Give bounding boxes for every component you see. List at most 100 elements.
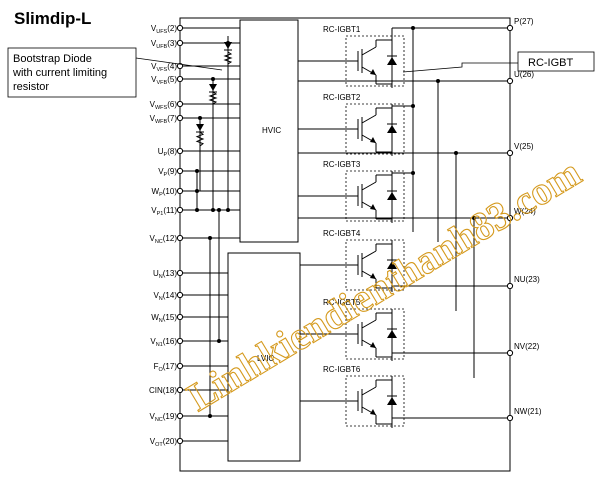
pin-base: V [149,412,155,421]
right-pin-terminal [506,149,514,157]
igbt-label: RC-IGBT4 [323,229,361,238]
bootstrap-callout-pointer [135,57,223,71]
left-pin-terminal [176,386,184,394]
right-pin-label: NU(23) [514,275,540,284]
junction-dot [198,116,202,120]
pin-number: (8) [167,147,177,156]
junction-dot [211,77,215,81]
bootstrap-diode-v [209,84,217,91]
pin-subscript: P [159,192,163,198]
pin-number: (20) [163,437,178,446]
bootstrap-resistor-v [208,91,218,105]
igbt-arrow [370,409,376,415]
right-pin-label: U(26) [514,70,534,79]
pin-number: (12) [163,234,178,243]
bootstrap-callout-line-2: with current limiting [12,67,107,79]
igbt-package-outline [345,308,405,360]
left-pin-terminal [176,100,184,108]
bootstrap-callout-line-3: resistor [13,81,49,93]
freewheel-diode [387,125,397,133]
pin-subscript: UFB [156,44,167,50]
junction-dot [208,236,212,240]
igbt-label: RC-IGBT1 [323,25,361,34]
pin-number: (3) [167,39,177,48]
left-pin-terminal [176,362,184,370]
left-pin-label: WP(10) [152,187,178,198]
junction-dot [226,41,230,45]
hvic-block [239,19,299,243]
left-pin-label: FO(17) [154,362,178,373]
pin-base: V [150,114,156,123]
pin-number: (5) [167,75,177,84]
pin-number: (7) [167,114,177,123]
junction-dot [211,208,215,212]
pin-number: (10) [163,187,178,196]
right-pin-terminal [506,77,514,85]
left-pin-label: VNC(12) [149,234,177,245]
left-pin-label: VWFS(6) [150,100,178,111]
igbt-package-outline [345,170,405,222]
bootstrap-diode-u [224,42,232,49]
igbt-arrow [370,273,376,279]
left-pin-label: VUFB(3) [151,39,177,50]
right-pin-group: P(27)U(26)V(25)W(24)NU(23)NV(22)NW(21) [506,17,542,422]
left-pin-terminal [176,437,184,445]
pin-number: (18) [163,386,178,395]
junction-dot [411,104,415,108]
freewheel-diode [387,261,397,269]
left-pin-terminal [176,167,184,175]
left-pin-terminal [176,114,184,122]
pin-subscript: O [158,367,163,373]
pin-base: U [158,147,164,156]
junction-dot [411,171,415,175]
right-pin-label: NW(21) [514,407,542,416]
pin-subscript: N [159,318,163,324]
bootstrap-callout-line-1: Bootstrap Diode [13,53,92,65]
igbt-callout-label: RC-IGBT [528,57,574,69]
bootstrap-diode-w [196,124,204,131]
igbt-package-outline [345,375,405,427]
module-outline [179,17,511,472]
pin-subscript: N [159,274,163,280]
pin-subscript: N [159,296,163,302]
igbt-arrow [370,69,376,75]
pin-base: V [151,62,157,71]
freewheel-diode [387,397,397,405]
pin-base: CIN [149,386,163,395]
left-pin-terminal [176,147,184,155]
left-pin-label: VUFS(2) [151,24,177,35]
freewheel-diode [387,192,397,200]
right-pin-label: V(25) [514,142,534,151]
pin-base: V [151,39,157,48]
left-pin-terminal [176,313,184,321]
pin-number: (4) [167,62,177,71]
pin-base: U [153,269,159,278]
left-pin-terminal [176,337,184,345]
pin-number: (2) [167,24,177,33]
left-pin-terminal [176,234,184,242]
bootstrap-resistor-w [195,131,205,147]
pin-number: (14) [163,291,178,300]
right-pin-terminal [506,24,514,32]
pin-base: V [153,291,159,300]
left-pin-label: VOT(20) [150,437,178,448]
pin-base: V [150,100,156,109]
pin-subscript: WFS [155,105,168,111]
right-pin-terminal [506,282,514,290]
left-pin-label: VVFS(4) [151,62,177,73]
freewheel-diode [387,57,397,65]
igbt-collector [361,319,377,329]
igbt-package-outline [345,103,405,155]
junction-dot [217,339,221,343]
right-pin-label: NV(22) [514,342,540,351]
igbt-collector [361,114,377,124]
igbt-callout-box [517,51,595,72]
left-pin-group: VUFS(2)VUFB(3)VVFS(4)VVFB(5)VWFS(6)VWFB(… [149,24,184,448]
left-pin-terminal [176,24,184,32]
pin-number: (15) [163,313,178,322]
left-pin-terminal [176,187,184,195]
pin-number: (13) [163,269,178,278]
igbt-label: RC-IGBT5 [323,298,361,307]
left-pin-label: VN(14) [153,291,177,302]
